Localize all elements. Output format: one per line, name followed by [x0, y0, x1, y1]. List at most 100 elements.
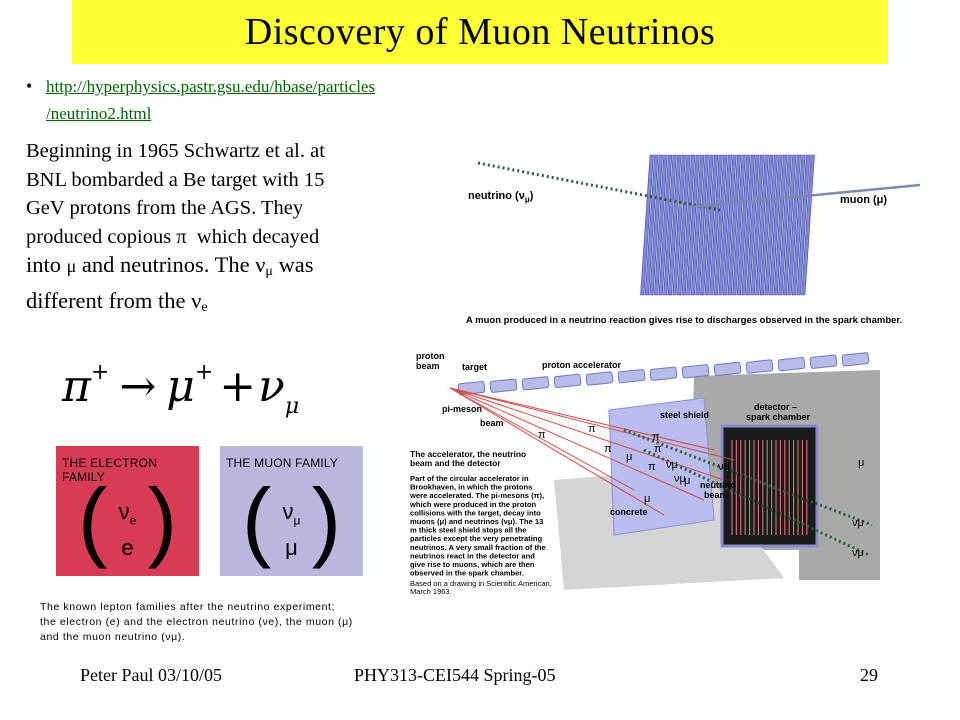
- chamber-plate: [782, 154, 797, 296]
- detector-plates: [731, 440, 808, 535]
- desc-line: muons (μ) and neutrinos (νμ). The 13: [410, 517, 543, 526]
- desc-line: Brookhaven, in which the protons: [410, 483, 532, 492]
- pion-track: [449, 387, 705, 501]
- spark-chamber-figure: neutrino (νμ) muon (μ) A muon produced i…: [466, 154, 921, 326]
- desc-line: observed in the spark chamber.: [410, 569, 524, 578]
- svg-text:detector –: detector –: [754, 402, 797, 412]
- desc-line: Part of the circular accelerator in: [410, 474, 529, 483]
- svg-text:March 1963.: March 1963.: [410, 587, 452, 596]
- chamber-plate: [759, 154, 774, 296]
- para-line-3: GeV protons from the AGS. They: [26, 197, 304, 219]
- chamber-plate: [704, 154, 719, 296]
- svg-text:νμ: νμ: [852, 517, 864, 529]
- chamber-plate: [764, 154, 779, 296]
- chamber-plate: [773, 154, 788, 296]
- svg-text:concrete: concrete: [610, 507, 648, 517]
- muon-track: [689, 183, 921, 209]
- svg-text:The accelerator, the neutrino: The accelerator, the neutrino: [410, 449, 526, 459]
- chamber-plate: [787, 154, 802, 296]
- chamber-plate: [732, 154, 746, 296]
- footer-author: Peter Paul 03/10/05: [80, 665, 222, 685]
- desc-line: were accelerated. The pi-mesons (π),: [409, 491, 544, 500]
- muon-family-box: THE MUON FAMILY ( ) νμ μ: [220, 446, 363, 576]
- svg-text:π: π: [652, 431, 660, 443]
- para-line-5: into μ and neutrinos. The νμ was: [26, 252, 314, 279]
- chamber-plate: [755, 154, 769, 296]
- chamber-plate: [644, 154, 659, 296]
- accelerator-figure: proton beam target proton accelerator pi…: [409, 351, 880, 596]
- ring-segment: [681, 364, 710, 379]
- desc-line: neutrinos. A very small fraction of the: [410, 543, 546, 552]
- chamber-plate: [695, 154, 710, 296]
- svg-text:beam: beam: [416, 361, 440, 371]
- svg-text:π: π: [588, 423, 596, 435]
- ring-segment: [489, 378, 518, 393]
- ring-segment: [649, 366, 678, 381]
- neutrino-beam-1: [623, 428, 873, 527]
- pion-track: [449, 387, 725, 481]
- reference-link[interactable]: http://hyperphysics.pastr.gsu.edu/hbase/…: [46, 73, 476, 127]
- svg-text:spark chamber: spark chamber: [746, 412, 811, 422]
- lepton-caption: The known lepton families after the neut…: [40, 601, 353, 643]
- spark-chamber-caption: A muon produced in a neutrino reaction g…: [466, 315, 902, 326]
- chamber-plate: [649, 154, 664, 296]
- chamber-plate: [801, 154, 815, 296]
- steel-shield: [608, 397, 715, 536]
- desc-line: particles except the very penetrating: [410, 534, 542, 543]
- pion-track: [449, 387, 635, 491]
- chamber-plate: [676, 154, 691, 296]
- ring-segment: [585, 371, 614, 386]
- chamber-plate: [672, 154, 687, 296]
- para-line-4: produced copious π which decayed: [26, 225, 320, 248]
- electron-family-box: THE ELECTRON FAMILY ( ) νe e: [56, 446, 199, 576]
- pion-track: [449, 387, 715, 451]
- svg-text:beam: beam: [480, 418, 504, 428]
- svg-text:νμ: νμ: [666, 459, 678, 471]
- chamber-plate: [663, 154, 677, 296]
- link-line-1[interactable]: http://hyperphysics.pastr.gsu.edu/hbase/…: [46, 77, 376, 96]
- ring-segment: [617, 368, 646, 384]
- slide-number: 29: [860, 665, 878, 685]
- ring-segment: [745, 359, 774, 374]
- svg-text:μ: μ: [644, 493, 650, 505]
- neutrino-label: neutrino (νμ): [468, 190, 534, 204]
- svg-text:μ: μ: [626, 451, 632, 463]
- svg-text:beam: beam: [704, 490, 728, 500]
- desc-line: neutrinos react in the detector and: [410, 551, 535, 560]
- chamber-plate: [640, 154, 654, 296]
- neutrino-beam-2: [643, 448, 870, 557]
- svg-text:neutrino: neutrino: [700, 480, 736, 490]
- desc-line: which were produced in the proton: [409, 500, 537, 509]
- svg-text:π: π: [604, 443, 612, 455]
- accelerator-ring: [457, 352, 870, 396]
- ring-segment: [521, 376, 550, 391]
- chamber-plate: [658, 154, 673, 296]
- chamber-plate: [718, 154, 733, 296]
- ring-segment: [713, 361, 742, 377]
- body-paragraph: Beginning in 1965 Schwartz et al. at BNL…: [26, 137, 426, 322]
- chamber-plate: [709, 154, 723, 296]
- chamber-plate: [741, 154, 756, 296]
- chamber-plate: [778, 154, 792, 296]
- desc-line: m thick steel shield stops all the: [410, 526, 526, 535]
- pion-tracks: [449, 387, 735, 516]
- chamber-plate: [681, 154, 696, 296]
- neutrino-track: [477, 161, 721, 212]
- svg-text:νμ: νμ: [674, 473, 686, 485]
- spark-chamber-plates: [640, 154, 815, 296]
- bullet: •: [26, 76, 33, 96]
- chamber-plate: [791, 154, 806, 296]
- chamber-plate: [699, 154, 714, 296]
- concrete-floor: [554, 468, 784, 590]
- pion-track: [449, 387, 735, 461]
- svg-text:Based on a drawing in Scientif: Based on a drawing in Scientific America…: [410, 579, 552, 588]
- chamber-plate: [713, 154, 728, 296]
- para-line-2: BNL bombarded a Be target with 15: [26, 168, 325, 191]
- svg-text:π: π: [648, 461, 656, 473]
- chamber-plate: [667, 154, 682, 296]
- link-line-2[interactable]: /neutrino2.html: [46, 104, 152, 123]
- chamber-plate: [653, 154, 668, 296]
- ring-segment: [553, 373, 582, 389]
- chamber-plate: [750, 154, 765, 296]
- chamber-plate: [722, 154, 737, 296]
